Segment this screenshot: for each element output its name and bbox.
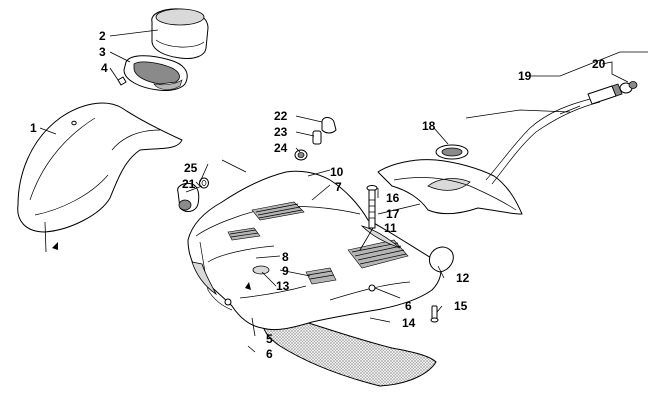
callout-23: 23 [274,125,288,139]
part-23-spring [312,130,322,145]
callout-12: 12 [456,271,470,285]
part-25-oring [199,177,209,189]
direction-arrows [52,242,251,290]
part-16-bolt [366,185,378,229]
callout-17: 17 [386,207,400,221]
callout-15: 15 [454,299,468,313]
callout-11: 11 [384,221,397,235]
callout-2: 2 [99,29,106,43]
arrow-icon [52,242,58,250]
callout-25: 25 [184,161,198,175]
callout-22: 22 [274,109,288,123]
callout-4: 4 [101,61,108,75]
callout-9: 9 [282,264,289,278]
part-24-washer [294,149,308,161]
main-console-body [187,170,442,331]
part-14-floor-mat [261,317,437,387]
part-19-cable [485,83,623,185]
part-12-cover [429,246,454,273]
callout-24: 24 [274,141,288,155]
part-4-screw [117,76,127,86]
callout-16: 16 [386,191,400,205]
part-2-gauge [151,8,209,59]
callout-7: 7 [335,180,342,194]
part-22-cap [321,117,337,134]
part-3-bezel [123,55,188,91]
callout-18: 18 [422,119,436,133]
callout-1: 1 [30,121,37,135]
callout-5: 5 [266,332,273,346]
callout-21: 21 [182,177,196,191]
leader-lines [39,29,648,353]
part-17-dash-panel [377,159,523,215]
callout-14: 14 [402,316,416,330]
part-18-gasket [435,144,469,160]
part-20-fitting [619,81,638,94]
callout-3: 3 [99,45,106,59]
part-1-hood [17,102,183,233]
part-21-switch [177,183,200,212]
callout-10: 10 [330,165,344,179]
callout-6b: 6 [405,299,412,313]
callout-labels: 1 2 3 4 5 6 6 7 8 9 10 11 12 13 14 15 16… [30,29,606,361]
arrow-icon [245,282,251,290]
callout-6a: 6 [266,347,273,361]
callout-19: 19 [518,69,532,83]
part-15-screw [430,305,439,323]
callout-8: 8 [282,250,289,264]
callout-13: 13 [276,279,290,293]
callout-20: 20 [592,57,606,71]
